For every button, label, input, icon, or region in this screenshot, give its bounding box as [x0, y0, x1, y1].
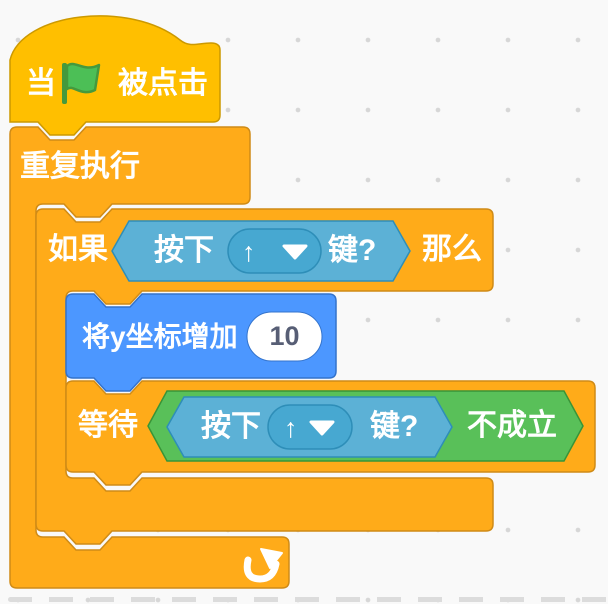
- key-dropdown-2[interactable]: [267, 404, 353, 450]
- workspace-edge-dashes: [8, 597, 608, 602]
- dropdown-arrow-icon-2[interactable]: [309, 420, 335, 436]
- when-flag-clicked-block[interactable]: [9, 15, 221, 136]
- green-flag-icon: [62, 62, 101, 104]
- forever-block[interactable]: [9, 126, 290, 589]
- dropdown-arrow-icon[interactable]: [282, 244, 308, 260]
- loop-arrow-icon: [243, 548, 283, 583]
- number-input[interactable]: [246, 311, 323, 362]
- key-dropdown[interactable]: [227, 228, 322, 274]
- change-y-value[interactable]: 10: [269, 321, 300, 351]
